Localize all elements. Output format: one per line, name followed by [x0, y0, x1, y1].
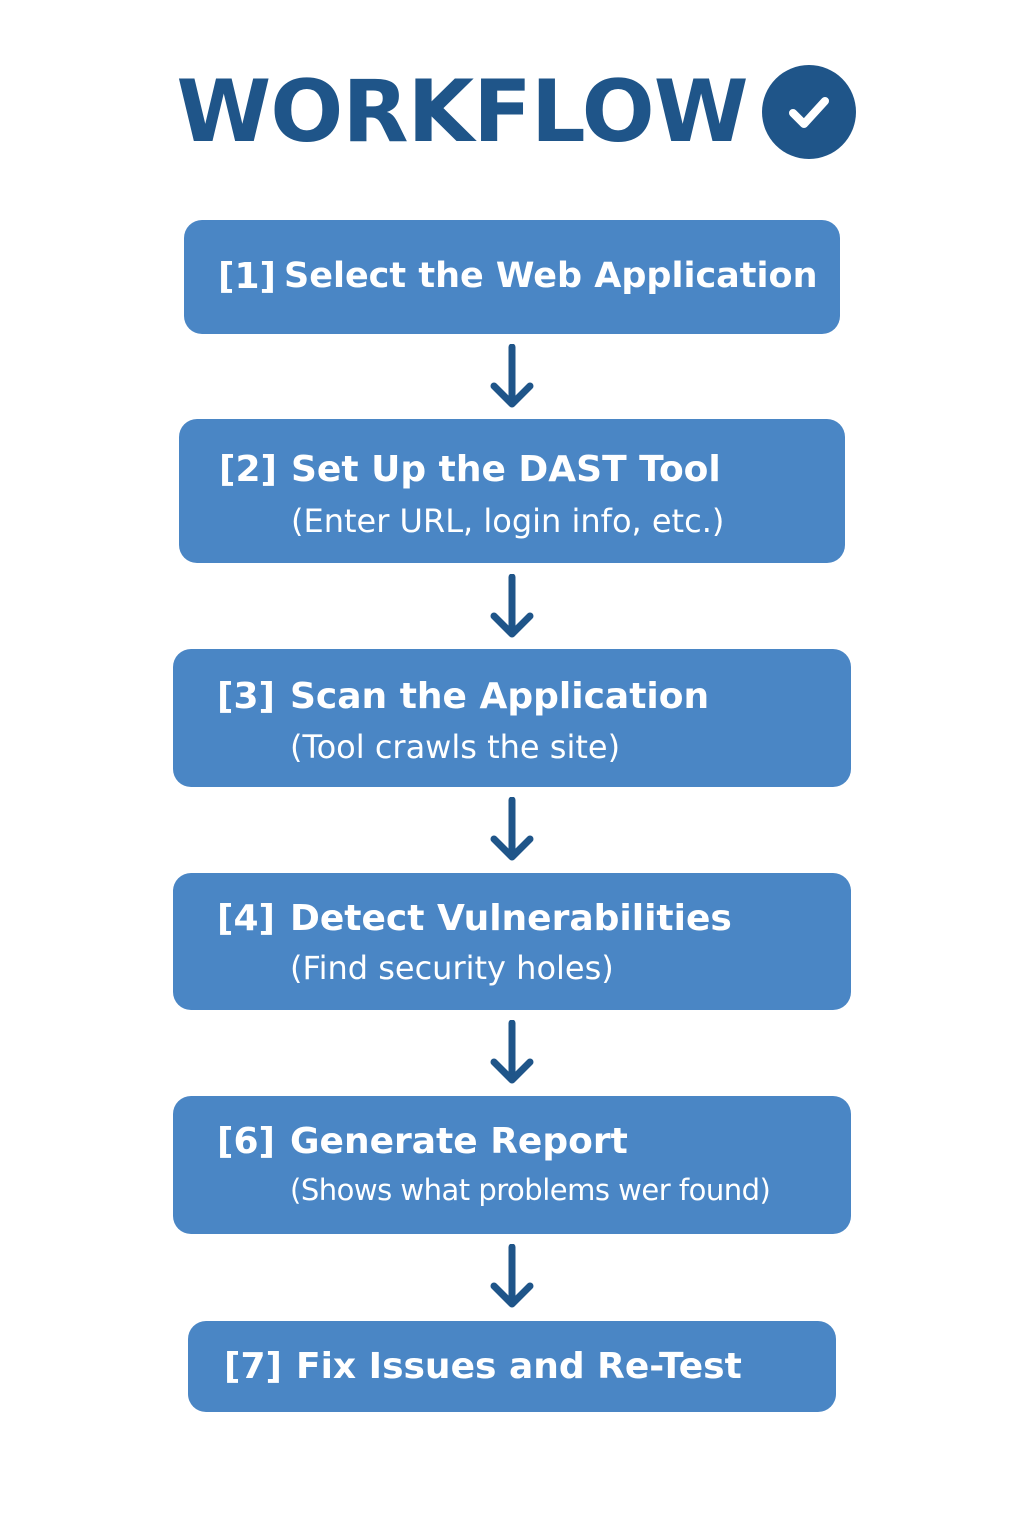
step-4-label: Detect Vulnerabilities	[290, 898, 732, 939]
step-3-label: Scan the Application	[290, 676, 710, 717]
workflow-title: WORKFLOW	[176, 62, 748, 162]
step-4-detail: (Find security holes)	[290, 949, 614, 987]
arrow-down-icon	[490, 1244, 534, 1308]
step-6-label: Fix Issues and Re-Test	[296, 1346, 742, 1387]
step-2-label: Set Up the DAST Tool	[291, 449, 721, 490]
checkmark-icon	[788, 97, 829, 128]
step-4-number: [4]	[217, 898, 275, 939]
step-3-detail: (Tool crawls the site)	[290, 728, 621, 766]
step-2-number: [2]	[219, 449, 277, 490]
step-2-detail: (Enter URL, login info, etc.)	[291, 502, 725, 540]
step-4-box: [4] Detect Vulnerabilities (Find securit…	[173, 873, 851, 1010]
step-6-box: [7] Fix Issues and Re-Test	[188, 1321, 836, 1412]
arrow-down-icon	[490, 574, 534, 638]
check-circle-icon	[761, 65, 856, 159]
step-1-box: [1] Select the Web Application	[184, 220, 840, 334]
arrow-down-icon	[490, 797, 534, 861]
title-row: WORKFLOW	[0, 62, 1024, 162]
step-2-box: [2] Set Up the DAST Tool (Enter URL, log…	[179, 419, 845, 563]
step-3-number: [3]	[217, 676, 275, 717]
step-5-detail: (Shows what problems wer found)	[290, 1173, 771, 1207]
step-5-number: [6]	[217, 1121, 275, 1162]
step-3-box: [3] Scan the Application (Tool crawls th…	[173, 649, 851, 787]
step-1-number: [1]	[218, 256, 276, 297]
arrow-down-icon	[490, 1020, 534, 1084]
step-6-number: [7]	[224, 1346, 282, 1387]
step-5-label: Generate Report	[290, 1121, 628, 1162]
step-5-box: [6] Generate Report (Shows what problems…	[173, 1096, 851, 1234]
arrow-down-icon	[490, 344, 534, 408]
step-1-label: Select the Web Application	[284, 256, 818, 296]
